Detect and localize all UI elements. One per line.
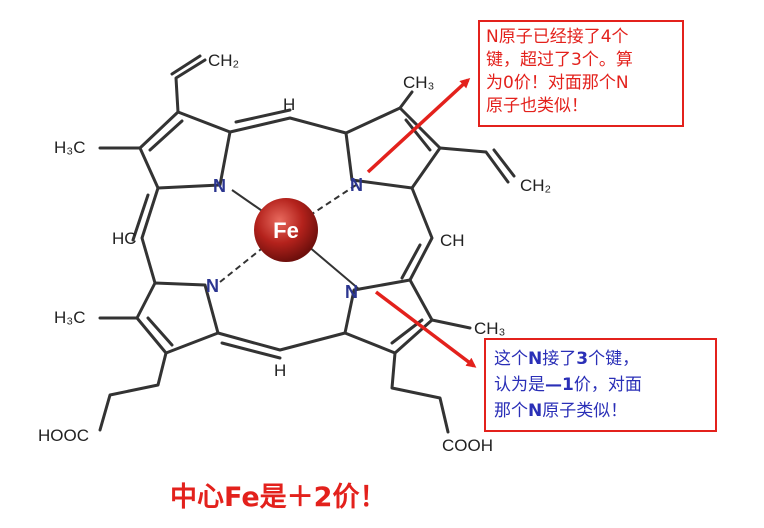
fe-label: Fe <box>273 218 299 243</box>
methyl-left-top-label: H₃C <box>54 138 85 157</box>
vinyl-right-label: CH₂ <box>520 176 551 195</box>
text-segment-bold: N <box>528 401 543 421</box>
nitrogen-d: N <box>345 282 358 302</box>
meso-right-label: CH <box>440 231 465 250</box>
text-segment-bold: —1 <box>545 375 574 395</box>
text-segment: 那个 <box>494 401 528 421</box>
text-segment: 价，对面 <box>573 375 642 395</box>
nitrogen-a: N <box>213 176 226 196</box>
methyl-left-bottom-label: H₃C <box>54 308 85 327</box>
top-note-line: 键，超过了3个。算 <box>486 50 633 70</box>
acid-left-label: HOOC <box>38 426 89 445</box>
methyl-top-right-label: CH₃ <box>403 73 434 92</box>
text-segment-bold: N <box>528 349 543 369</box>
methyl-bottom-right-label: CH₃ <box>474 319 505 338</box>
text-segment-bold: 3 <box>576 349 589 369</box>
top-note-line: N原子已经接了4个 <box>486 27 629 47</box>
nitrogen-b: N <box>350 175 363 195</box>
meso-top-label: H <box>283 95 295 114</box>
top-annotation-box: N原子已经接了4个 键，超过了3个。算 为0价！对面那个N 原子也类似！ <box>478 20 684 127</box>
top-note-line: 为0价！对面那个N <box>486 73 629 93</box>
substituent-labels: CH₂ CH₂ H₃C H₃C CH₃ CH₃ HOOC COOH H HC C… <box>38 51 551 455</box>
text-segment: 个键， <box>588 349 640 369</box>
meso-left-label: HC <box>112 229 137 248</box>
bottom-note-line-3: 那个N原子类似！ <box>494 398 707 424</box>
arrow-to-bottom-note <box>374 290 477 368</box>
nitrogen-labels: N N N N <box>206 175 363 302</box>
acid-right-label: COOH <box>442 436 493 455</box>
bottom-annotation-box: 这个N接了3个键， 认为是—1价，对面 那个N原子类似！ <box>484 338 717 432</box>
text-segment: 认为是 <box>494 375 545 395</box>
bottom-note-line-2: 认为是—1价，对面 <box>494 372 707 398</box>
text-segment: 接了 <box>542 349 577 369</box>
bond-lines <box>98 54 516 434</box>
nitrogen-c: N <box>206 276 219 296</box>
bottom-note-line-1: 这个N接了3个键， <box>494 346 707 372</box>
arrow-to-top-note <box>366 77 471 174</box>
vinyl-top-left-label: CH₂ <box>208 51 239 70</box>
top-note-line: 原子也类似！ <box>486 96 588 116</box>
fe-atom <box>254 198 318 262</box>
meso-bottom-label: H <box>274 361 286 380</box>
text-segment: 这个 <box>494 349 528 369</box>
annotation-arrows <box>366 77 477 368</box>
text-segment: 原子类似！ <box>542 401 628 421</box>
conclusion-text: 中心Fe是＋2价！ <box>170 482 387 513</box>
